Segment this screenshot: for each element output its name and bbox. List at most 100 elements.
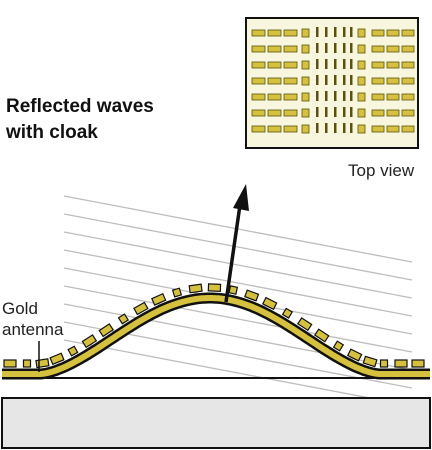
antenna-block (296, 317, 313, 332)
wave-line (63, 339, 413, 407)
top-view-label: Top view (348, 161, 415, 180)
topview-antenna (371, 29, 385, 37)
topview-antenna (386, 45, 400, 53)
topview-antenna (343, 123, 346, 133)
antenna-block (49, 352, 65, 366)
topview-antenna (251, 109, 266, 117)
topview-antenna (251, 77, 266, 85)
topview-antenna (283, 61, 298, 69)
antenna-block (35, 358, 50, 369)
topview-antenna (251, 45, 266, 53)
antenna-block (261, 296, 278, 311)
topview-antenna (301, 44, 310, 54)
topview-antenna (301, 108, 310, 118)
title-line-2: with cloak (6, 122, 98, 143)
gold-antenna-label-line-1: Gold (2, 299, 38, 318)
topview-antenna (371, 93, 385, 101)
antenna-block (67, 345, 79, 357)
topview-antenna (343, 91, 346, 101)
topview-antenna (401, 109, 415, 117)
cloak-gold-layer (2, 295, 430, 377)
title-line-1: Reflected waves (6, 96, 154, 117)
antenna-block (3, 359, 17, 368)
topview-antenna (283, 45, 298, 53)
reflection-arrow-shaft (224, 204, 242, 303)
topview-antenna (386, 29, 400, 37)
topview-antenna (350, 43, 353, 53)
antenna-block (362, 355, 378, 368)
topview-antenna (283, 109, 298, 117)
topview-antenna (334, 43, 337, 53)
topview-antenna (386, 109, 400, 117)
topview-antenna (357, 60, 366, 70)
topview-antenna (371, 61, 385, 69)
topview-antenna (325, 107, 328, 117)
topview-antenna (325, 27, 328, 37)
antenna-block (133, 301, 149, 316)
topview-antenna (401, 29, 415, 37)
antenna-block (281, 307, 294, 319)
topview-antenna (283, 125, 298, 133)
wave-line (63, 231, 413, 299)
topview-antenna (334, 123, 337, 133)
topview-antenna (350, 59, 353, 69)
topview-antenna (267, 77, 282, 85)
topview-antenna (386, 93, 400, 101)
topview-antenna (371, 125, 385, 133)
topview-antenna (350, 27, 353, 37)
topview-antenna (283, 77, 298, 85)
wave-line (63, 213, 413, 281)
topview-antenna (386, 77, 400, 85)
topview-antenna (357, 76, 366, 86)
topview-antenna (267, 45, 282, 53)
topview-antenna (316, 43, 319, 53)
antenna-block (332, 340, 345, 352)
topview-antenna (334, 91, 337, 101)
topview-antenna (325, 123, 328, 133)
topview-antenna (325, 75, 328, 85)
topview-antenna (334, 59, 337, 69)
topview-antenna (267, 109, 282, 117)
topview-antenna (267, 29, 282, 37)
topview-antenna (386, 61, 400, 69)
antenna-block (379, 359, 389, 368)
topview-antenna (325, 43, 328, 53)
topview-antenna (301, 92, 310, 102)
topview-antenna (350, 91, 353, 101)
topview-antenna (343, 75, 346, 85)
topview-antenna (350, 123, 353, 133)
topview-antenna (357, 92, 366, 102)
antenna-block (346, 348, 363, 362)
topview-antenna (357, 108, 366, 118)
antenna-block (22, 359, 32, 368)
topview-antenna (371, 45, 385, 53)
antenna-block (188, 283, 203, 294)
topview-antenna (267, 125, 282, 133)
topview-antenna (343, 59, 346, 69)
antenna-block (151, 292, 167, 306)
antenna-block (207, 283, 222, 292)
topview-antenna (267, 93, 282, 101)
topview-antenna (301, 60, 310, 70)
topview-antenna (371, 77, 385, 85)
antenna-block (228, 285, 239, 295)
topview-antenna (267, 61, 282, 69)
topview-antenna (316, 27, 319, 37)
topview-antenna (251, 93, 266, 101)
topview-antenna (251, 61, 266, 69)
topview-antenna (316, 59, 319, 69)
substrate (1, 397, 431, 449)
wave-line (63, 285, 413, 353)
topview-antenna (251, 125, 266, 133)
topview-antenna (401, 125, 415, 133)
antenna-block (98, 323, 114, 338)
diagram-title: Reflected waves with cloak (6, 94, 154, 146)
topview-antenna (401, 93, 415, 101)
antenna-block (244, 289, 260, 302)
topview-antenna (371, 109, 385, 117)
topview-antenna (343, 107, 346, 117)
topview-antenna (357, 28, 366, 38)
topview-antenna (343, 27, 346, 37)
wave-line (63, 249, 413, 317)
